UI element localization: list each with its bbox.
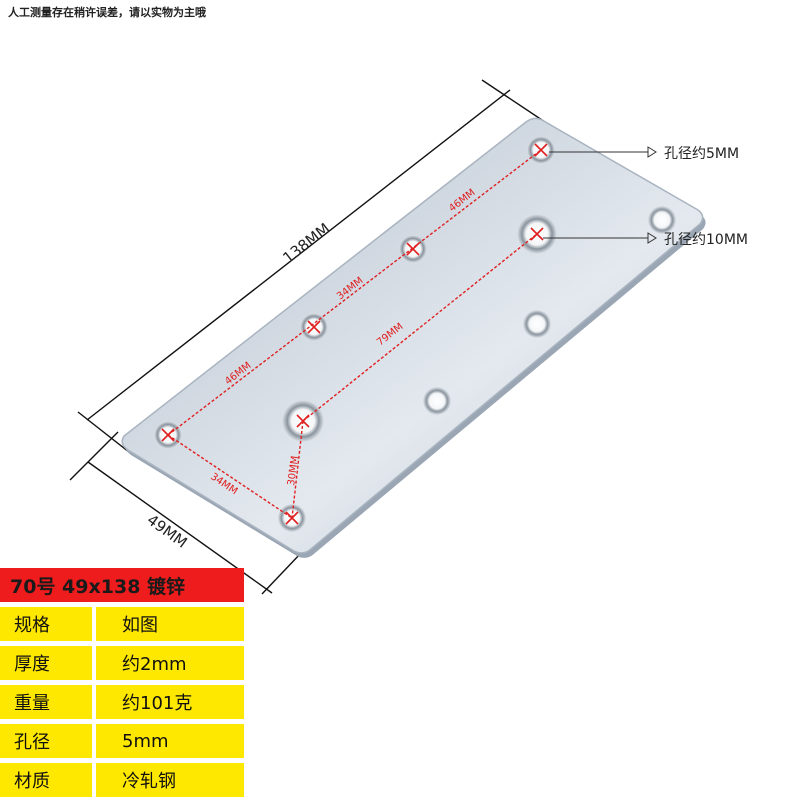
disclaimer-text: 人工测量存在稍许误差，请以实物为主哦 — [8, 6, 206, 19]
spec-table: 70号 49x138 镀锌 规格 如图 厚度 约2mm 重量 约101克 孔径 … — [0, 568, 244, 797]
spec-row: 厚度 约2mm — [0, 646, 244, 680]
spec-row: 重量 约101克 — [0, 685, 244, 719]
spec-value: 约101克 — [96, 685, 244, 719]
cross-marks — [161, 143, 548, 525]
measure-lines — [167, 149, 542, 519]
spec-row: 规格 如图 — [0, 607, 244, 641]
spacing-label-vert-30: 30MM — [286, 455, 301, 486]
hole-right-corner — [648, 206, 676, 234]
length-label: 138MM — [279, 219, 333, 267]
spec-key: 孔径 — [0, 724, 92, 758]
width-label: 49MM — [144, 511, 191, 552]
spec-value: 如图 — [96, 607, 244, 641]
spec-row: 孔径 5mm — [0, 724, 244, 758]
spec-key: 材质 — [0, 763, 92, 797]
hole-lower-right — [423, 387, 451, 415]
spec-header: 70号 49x138 镀锌 — [0, 568, 244, 602]
callout-large-hole: 孔径约10MM — [543, 232, 748, 248]
spec-value: 冷轧钢 — [96, 763, 244, 797]
length-dimension — [77, 79, 549, 457]
spec-key: 规格 — [0, 607, 92, 641]
callout-small-hole-text: 孔径约5MM — [664, 146, 739, 162]
spec-value: 约2mm — [96, 646, 244, 680]
callout-large-hole-text: 孔径约10MM — [664, 232, 748, 248]
spec-key: 厚度 — [0, 646, 92, 680]
spec-value: 5mm — [96, 724, 244, 758]
spec-key: 重量 — [0, 685, 92, 719]
callout-small-hole: 孔径约5MM — [549, 146, 739, 162]
hole-mid-right — [523, 310, 551, 338]
mending-plate — [121, 117, 706, 558]
spec-row: 材质 冷轧钢 — [0, 763, 244, 797]
